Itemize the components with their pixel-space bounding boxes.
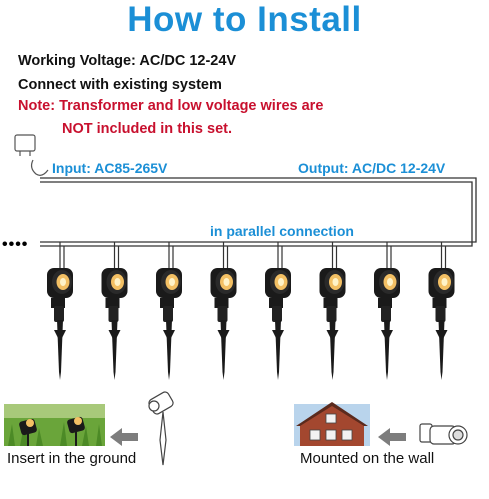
ground-lamp-2 [67,416,85,446]
arrow-left-icon-2 [378,428,406,446]
ground-lamp-1 [19,418,37,446]
output-label: Output: AC/DC 12-24V [298,160,446,176]
lamp-drop-wire [386,242,392,268]
lamp-drop-wire [59,242,65,268]
note-line-2: NOT included in this set. [62,121,232,137]
wall-caption: Mounted on the wall [300,450,435,467]
spotlight-icon [428,268,455,380]
spotlight-icon [210,268,237,380]
lamp-drop-wire [277,242,283,268]
lamp-drop-wire [113,242,120,268]
arrow-left-icon [110,428,138,446]
spotlight-icon [47,268,73,380]
lamp-drop-wire [168,242,174,268]
wall-mount-sketch-icon [419,423,468,445]
spotlight-icon [374,268,400,380]
connect-text: Connect with existing system [18,77,222,93]
ground-install-photo [4,404,105,446]
note-line-1: Note: Transformer and low voltage wires … [18,98,324,114]
supply-wire [40,177,477,247]
lamp-drop-wires [59,242,447,268]
continuation-dots: •••• [2,236,29,253]
spike-lamp-sketch-icon [148,391,174,466]
spotlight-icon [156,268,182,380]
lamp-drop-wire [440,242,447,268]
lamp-drop-wire [222,242,229,268]
lamp-drop-wire [331,242,338,268]
spotlight-row [47,268,455,380]
transformer-icon [14,134,49,176]
spotlight-icon [265,268,291,380]
spotlight-icon [319,268,346,380]
ground-caption: Insert in the ground [7,450,137,467]
page-title: How to Install [127,0,362,39]
spotlight-icon [101,268,128,380]
wall-install-photo [294,402,370,446]
parallel-label: in parallel connection [210,223,354,239]
input-label: Input: AC85-265V [52,160,168,176]
working-voltage-text: Working Voltage: AC/DC 12-24V [18,53,237,69]
